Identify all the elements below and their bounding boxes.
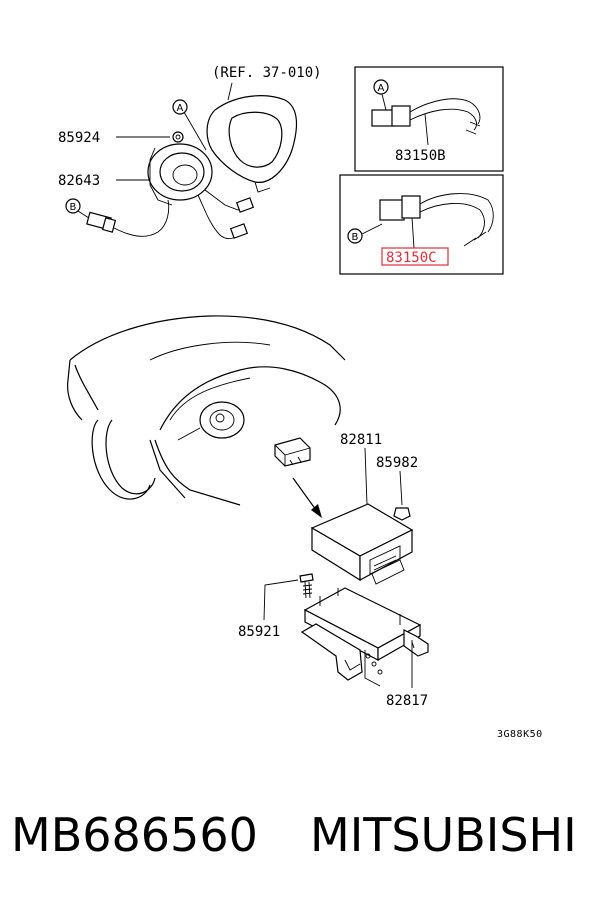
ref-label: (REF. 37-010) xyxy=(212,65,322,81)
label-83150b: 83150B xyxy=(395,148,446,164)
clock-spring-drawing xyxy=(147,143,255,240)
svg-text:B: B xyxy=(352,232,359,243)
connector-b-drawing xyxy=(86,199,170,237)
car-interior-drawing xyxy=(67,315,346,506)
label-85924: 85924 xyxy=(58,130,100,146)
footer: MB686560 MITSUBISHI xyxy=(0,800,600,880)
figure-code: 3G88K50 xyxy=(497,729,543,740)
svg-text:B: B xyxy=(70,202,77,213)
leader-83150c xyxy=(411,217,415,249)
label-85921: 85921 xyxy=(238,624,280,640)
callout-b-left: B xyxy=(65,198,93,221)
leader-85982 xyxy=(399,470,403,506)
callout-a-box: A xyxy=(373,79,389,111)
connector-83150b-drawing xyxy=(371,98,481,135)
ecu-82811-drawing xyxy=(310,503,414,585)
highlight-83150c xyxy=(381,247,449,266)
label-83150c: 83150C xyxy=(386,250,437,266)
bolt-85921-drawing xyxy=(299,573,314,599)
leader-83150b xyxy=(424,113,429,146)
svg-text:A: A xyxy=(378,83,385,94)
brand-name: MITSUBISHI xyxy=(310,808,577,862)
svg-text:A: A xyxy=(177,103,184,114)
label-82817: 82817 xyxy=(386,693,428,709)
steering-pad-drawing xyxy=(206,95,297,193)
connector-83150c-drawing xyxy=(379,193,494,247)
bracket-82817-drawing xyxy=(300,587,429,687)
callout-a-top: A xyxy=(172,99,207,151)
location-arrow xyxy=(292,477,322,518)
ref-leader xyxy=(227,82,233,101)
part-number: MB686560 xyxy=(11,808,258,862)
box-83150b xyxy=(354,66,504,172)
leader-85921 xyxy=(263,579,299,621)
callout-b-box: B xyxy=(347,223,383,244)
nut-85982-drawing xyxy=(393,507,411,521)
label-82811: 82811 xyxy=(340,432,382,448)
label-85982: 85982 xyxy=(376,455,418,471)
leader-82811 xyxy=(364,447,368,506)
box-83150c xyxy=(339,174,504,275)
nut-85924-drawing xyxy=(172,131,184,143)
label-82643: 82643 xyxy=(58,173,100,189)
